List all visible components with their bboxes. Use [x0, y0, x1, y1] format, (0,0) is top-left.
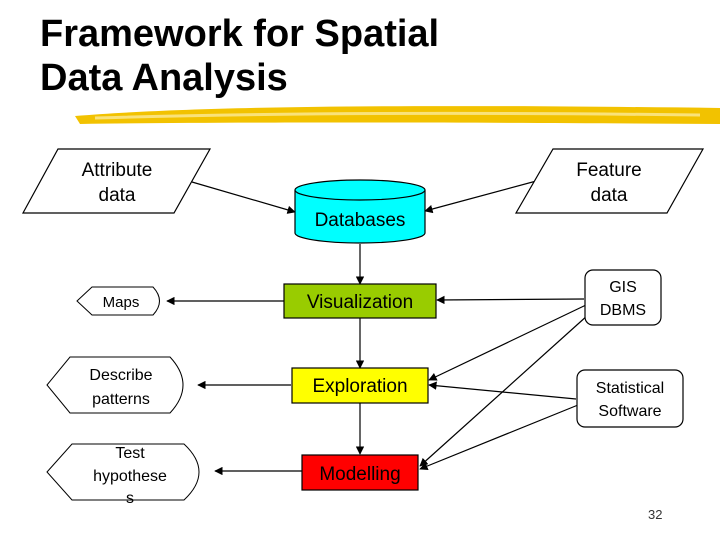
gis-dbms-label-1: GIS: [609, 279, 637, 296]
attribute-data-label-2: data: [99, 185, 136, 206]
gis-dbms-box: GIS DBMS: [584, 269, 662, 326]
maps-output: Maps: [76, 286, 160, 316]
attribute-data-box: Attribute data: [21, 148, 212, 214]
maps-label: Maps: [103, 294, 140, 311]
databases-cylinder: Databases: [294, 179, 426, 244]
visualization-label: Visualization: [307, 292, 413, 313]
arrow-gis-to-exploration: [428, 304, 587, 381]
visualization-box: Visualization: [283, 283, 437, 319]
connectors: [166, 179, 589, 476]
title-underline: [75, 106, 720, 124]
statistical-software-box: Statistical Software: [576, 369, 684, 428]
exploration-label: Exploration: [312, 376, 407, 397]
arrow-stats-to-modelling: [419, 404, 579, 471]
modelling-box: Modelling: [301, 454, 419, 491]
arrow-stats-to-exploration: [428, 381, 577, 400]
statistical-software-label-2: Software: [598, 403, 661, 420]
feature-data-box: Feature data: [514, 148, 705, 214]
arrow-feature-to-databases: [424, 179, 541, 214]
test-hypotheses-label-3: s: [126, 490, 134, 507]
feature-data-label-2: data: [591, 185, 628, 206]
describe-patterns-label-1: Describe: [89, 367, 152, 384]
statistical-software-label-1: Statistical: [596, 380, 664, 397]
slide-title-line-1: Framework for Spatial: [40, 13, 440, 55]
test-hypotheses-label-2: hypothese: [93, 468, 167, 485]
describe-patterns-output: Describe patterns: [46, 356, 184, 414]
feature-data-label-1: Feature: [576, 160, 641, 181]
exploration-box: Exploration: [291, 367, 429, 404]
modelling-label: Modelling: [319, 464, 400, 485]
describe-patterns-label-2: patterns: [92, 391, 150, 408]
attribute-data-label-1: Attribute: [82, 160, 153, 181]
page-number: 32: [648, 507, 663, 522]
arrow-gis-to-modelling: [419, 314, 589, 467]
slide-title: Framework for Spatial Data Analysis: [40, 12, 600, 100]
gis-dbms-label-2: DBMS: [600, 302, 646, 319]
arrow-attribute-to-databases: [191, 181, 296, 214]
arrow-gis-to-visualization: [436, 295, 585, 305]
databases-label: Databases: [315, 210, 406, 231]
slide-title-line-2: Data Analysis: [40, 57, 288, 99]
test-hypotheses-label-1: Test: [115, 445, 145, 462]
test-hypotheses-output: Test hypothese s: [46, 443, 200, 507]
